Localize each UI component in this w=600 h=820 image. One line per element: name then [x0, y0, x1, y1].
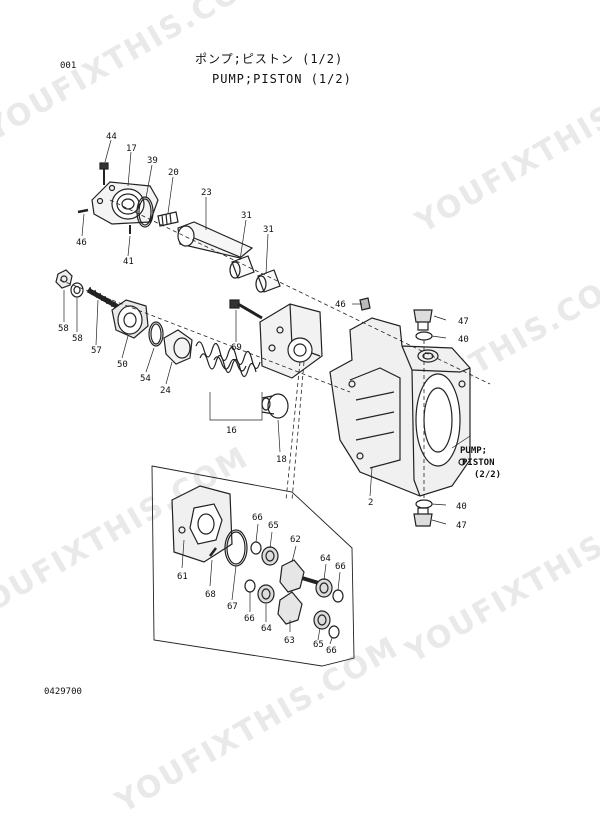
- label-18: 18: [276, 455, 287, 465]
- nut-58a: [55, 269, 73, 289]
- label-23: 23: [201, 188, 212, 198]
- label-41: 41: [123, 257, 134, 267]
- bolt-44: [99, 162, 109, 185]
- label-16: 16: [226, 426, 237, 436]
- label-54: 54: [140, 374, 151, 384]
- ring-66a: [250, 541, 262, 555]
- pin-68: [209, 547, 217, 557]
- spring-16: [195, 341, 261, 378]
- bearing-65a: [261, 546, 279, 566]
- label-17: 17: [126, 144, 137, 154]
- o-ring-67: [224, 529, 248, 567]
- label-46b: 46: [335, 300, 346, 310]
- shaft-23: [177, 221, 254, 259]
- plug-47b: [413, 507, 433, 527]
- inset-leader-lines: [181, 523, 341, 645]
- o-ring-40a: [415, 331, 433, 341]
- leader-lines: [63, 139, 471, 525]
- label-65a: 65: [268, 521, 279, 531]
- cross-ref-line2[interactable]: PISTON: [462, 458, 495, 468]
- label-61: 61: [177, 572, 188, 582]
- pump-casing-2: [329, 317, 471, 497]
- label-50: 50: [117, 360, 128, 370]
- bearing-64a: [315, 578, 333, 598]
- cross-ref-line3[interactable]: (2/2): [474, 470, 501, 480]
- label-58b: 58: [72, 334, 83, 344]
- plug-47a: [413, 309, 433, 331]
- cover-plate-17: [91, 181, 159, 225]
- label-58a: 58: [58, 324, 69, 334]
- o-ring-54: [148, 321, 164, 347]
- label-2: 2: [368, 498, 373, 508]
- label-62: 62: [290, 535, 301, 545]
- label-31a: 31: [241, 211, 252, 221]
- label-40b: 40: [456, 502, 467, 512]
- spring-seat-18: [261, 393, 289, 419]
- exploded-parts-diagram: 44 17 39 20 23 46 41 31 31 58 58 57 50 5…: [55, 132, 501, 667]
- o-ring-39: [136, 196, 154, 228]
- sheet-id: 001: [60, 61, 77, 71]
- title-english: PUMP;PISTON (1/2): [212, 72, 352, 86]
- label-46a: 46: [76, 238, 87, 248]
- label-31b: 31: [263, 225, 274, 235]
- label-24: 24: [160, 386, 171, 396]
- label-44: 44: [106, 132, 117, 142]
- ring-66d: [328, 625, 340, 639]
- center-lines: [59, 199, 491, 501]
- gear-pump-body-61: [171, 485, 233, 563]
- label-65b: 65: [313, 640, 324, 650]
- label-69: 69: [231, 343, 242, 353]
- sleeve-24: [163, 329, 193, 365]
- label-66d: 66: [326, 646, 337, 656]
- plug-20: [157, 211, 179, 227]
- lock-nut-50: [111, 299, 149, 339]
- detail-inset: [151, 465, 355, 667]
- sleeve-31a: [229, 255, 255, 279]
- label-66a: 66: [252, 513, 263, 523]
- o-ring-40b: [415, 499, 433, 509]
- label-68: 68: [205, 590, 216, 600]
- drawing-code: 0429700: [44, 687, 82, 697]
- label-57: 57: [91, 346, 102, 356]
- drive-gear-62: [279, 559, 323, 593]
- label-40a: 40: [458, 335, 469, 345]
- label-47a: 47: [458, 317, 469, 327]
- bearing-64b: [257, 584, 275, 604]
- label-66b: 66: [335, 562, 346, 572]
- label-64b: 64: [261, 624, 272, 634]
- cross-ref-line1[interactable]: PUMP;: [460, 446, 487, 456]
- label-39: 39: [147, 156, 158, 166]
- title-japanese: ポンプ;ピストン (1/2): [195, 52, 344, 66]
- label-64a: 64: [320, 554, 331, 564]
- label-63: 63: [284, 636, 295, 646]
- ring-66c: [244, 579, 256, 593]
- sleeve-31b: [255, 269, 281, 293]
- label-66c: 66: [244, 614, 255, 624]
- driven-gear-63: [277, 591, 303, 625]
- bearing-65b: [313, 610, 331, 630]
- ring-66b: [332, 589, 344, 603]
- washer-58b: [70, 282, 84, 298]
- label-67: 67: [227, 602, 238, 612]
- label-47b: 47: [456, 521, 467, 531]
- part-labels: 44 17 39 20 23 46 41 31 31 58 58 57 50 5…: [58, 132, 501, 656]
- plug-46b: [359, 297, 371, 311]
- stopper-screw-57: [86, 286, 122, 311]
- gear-pump-block: [259, 303, 323, 379]
- label-20: 20: [168, 168, 179, 178]
- bolt-69: [229, 299, 263, 320]
- pin-46: [77, 208, 89, 214]
